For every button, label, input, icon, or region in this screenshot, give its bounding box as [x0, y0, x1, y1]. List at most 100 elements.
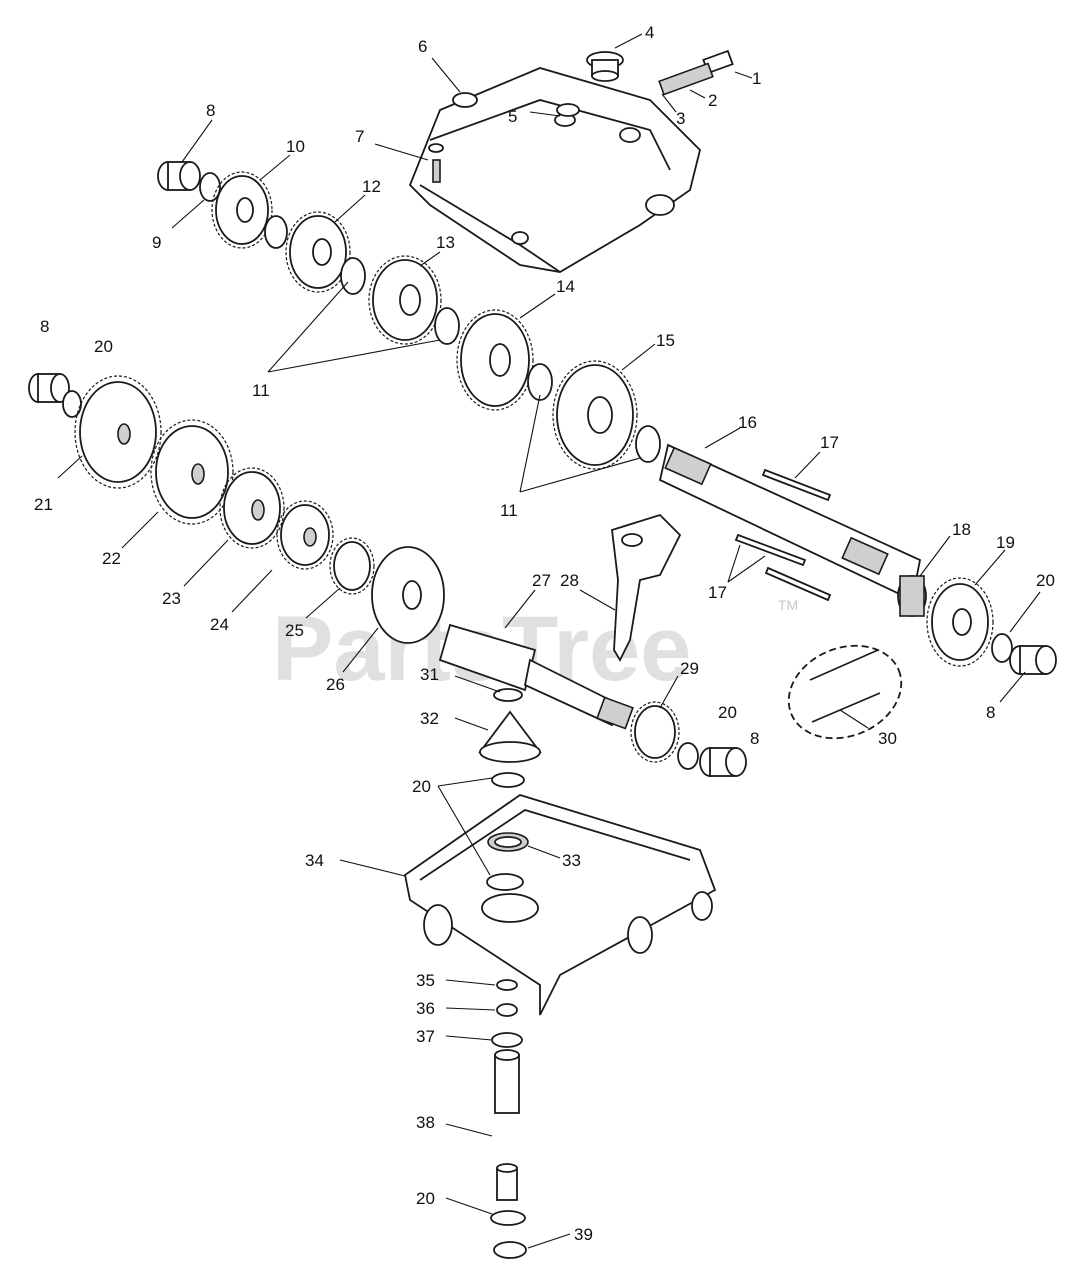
watermark-trademark: TM — [778, 597, 798, 613]
callout-25: 25 — [285, 621, 304, 640]
callout-34: 34 — [305, 851, 324, 870]
gear-part-24 — [276, 500, 334, 570]
callout-16: 16 — [738, 413, 757, 432]
gear-part-22 — [150, 419, 234, 525]
callout-29: 29 — [680, 659, 699, 678]
lower-housing-part-34 — [404, 794, 717, 1016]
callout-22: 22 — [102, 549, 121, 568]
washer-part-11a — [264, 215, 288, 249]
callout-20a: 20 — [94, 337, 113, 356]
knurled-pin-part-2 — [658, 62, 714, 96]
callout-31: 31 — [420, 665, 439, 684]
callout-37: 37 — [416, 1027, 435, 1046]
callout-20b: 20 — [1036, 571, 1055, 590]
clip-part-31 — [493, 688, 523, 702]
sprocket-part-29 — [596, 696, 680, 763]
callout-19: 19 — [996, 533, 1015, 552]
gear-part-12 — [285, 211, 351, 293]
callout-11a: 11 — [252, 381, 270, 400]
callout-10: 10 — [286, 137, 305, 156]
callout-23: 23 — [162, 589, 181, 608]
callout-39: 39 — [574, 1225, 593, 1244]
seal-part-33 — [487, 832, 529, 852]
gear-part-26 — [371, 546, 445, 644]
callout-7: 7 — [355, 127, 364, 146]
shift-fork-part-28 — [611, 513, 682, 662]
gear-part-13 — [368, 255, 442, 345]
sprocket-part-19 — [926, 577, 994, 667]
callout-15: 15 — [656, 331, 675, 350]
callout-13: 13 — [436, 233, 455, 252]
callout-17b: 17 — [708, 583, 727, 602]
gear-part-21 — [74, 375, 162, 489]
callout-labels: 1 2 3 4 5 6 7 8 9 10 12 13 14 15 11 11 8… — [34, 23, 1055, 1244]
key-part-17a — [761, 468, 832, 502]
key-part-17b — [734, 533, 807, 567]
callout-30: 30 — [878, 729, 897, 748]
gear-part-14 — [456, 309, 534, 411]
key-part-17c — [764, 566, 832, 602]
splined-shaft-part-27 — [438, 623, 622, 727]
callout-9: 9 — [152, 233, 161, 252]
washer-part-20-mid — [677, 742, 699, 770]
pin-part-7 — [428, 143, 444, 183]
callout-8c: 8 — [986, 703, 995, 722]
washer-part-11d — [527, 363, 553, 401]
gear-part-23 — [219, 467, 285, 549]
bushing-part-8-mid — [699, 747, 747, 777]
callout-17a: 17 — [820, 433, 839, 452]
shaft-part-16 — [658, 443, 922, 602]
callout-2: 2 — [708, 91, 717, 110]
callout-5: 5 — [508, 107, 517, 126]
plug-part-4 — [586, 51, 624, 82]
washer-part-9 — [199, 172, 221, 202]
callout-26: 26 — [326, 675, 345, 694]
callout-8d: 8 — [750, 729, 759, 748]
washer-part-20-bottom — [490, 1210, 526, 1226]
washer-part-20-housing — [486, 873, 524, 891]
callout-21: 21 — [34, 495, 53, 514]
bushing-part-8-left — [28, 373, 70, 403]
washer-part-20-right — [991, 633, 1013, 663]
washer-part-20-lower — [491, 772, 525, 788]
callout-1: 1 — [752, 69, 761, 88]
callout-20d: 20 — [412, 777, 431, 796]
callout-32: 32 — [420, 709, 439, 728]
washer-part-20-left — [62, 390, 82, 418]
gear-part-25 — [329, 537, 375, 595]
gear-part-10 — [211, 171, 273, 249]
callout-12: 12 — [362, 177, 381, 196]
leader-lines — [57, 33, 1041, 1249]
bevel-gear-part-32 — [478, 710, 542, 763]
bushing-part-8-right — [1009, 645, 1057, 675]
callout-38: 38 — [416, 1113, 435, 1132]
callout-4: 4 — [645, 23, 654, 42]
callout-36: 36 — [416, 999, 435, 1018]
callout-3: 3 — [676, 109, 685, 128]
gear-part-15 — [552, 360, 638, 470]
bushing-part-8-top — [157, 161, 201, 191]
callout-24: 24 — [210, 615, 229, 634]
callout-8b: 8 — [40, 317, 49, 336]
spacer-part-35 — [496, 979, 518, 991]
washer-part-11b — [340, 257, 366, 295]
callout-20c: 20 — [718, 703, 737, 722]
upper-housing — [408, 67, 701, 273]
callout-33: 33 — [562, 851, 581, 870]
callout-6: 6 — [418, 37, 427, 56]
callout-35: 35 — [416, 971, 435, 990]
washer-part-39 — [493, 1241, 527, 1259]
washer-part-37 — [491, 1032, 523, 1048]
vent-part-5 — [556, 103, 580, 117]
callout-18: 18 — [952, 520, 971, 539]
callout-27: 27 — [532, 571, 551, 590]
chain-part-30 — [787, 644, 903, 740]
callout-28: 28 — [560, 571, 579, 590]
washer-part-11e — [635, 425, 661, 463]
callout-20e: 20 — [416, 1189, 435, 1208]
bushing-part-18 — [897, 575, 927, 617]
sleeve-part-38 — [494, 1049, 520, 1201]
washer-part-11c — [434, 307, 460, 345]
callout-8a: 8 — [206, 101, 215, 120]
